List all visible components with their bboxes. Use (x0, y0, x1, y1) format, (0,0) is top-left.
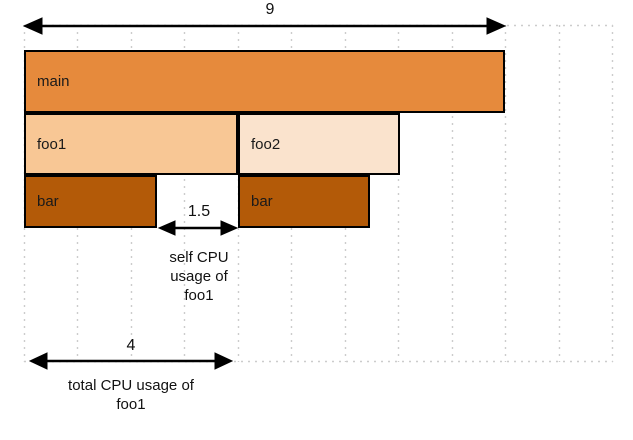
frame-label-main: main (37, 73, 70, 90)
frame-label-foo2: foo2 (251, 135, 281, 153)
frame-bar-right[interactable]: bar (238, 175, 370, 228)
dimension-value-1-5: 1.5 (187, 203, 211, 220)
frame-foo1[interactable]: foo1 (24, 113, 238, 175)
caption-self-cpu-usage-of-foo1: self CPU usage of foo1 (169, 249, 229, 304)
frame-main[interactable]: main (24, 50, 505, 113)
frame-label-foo1: foo1 (37, 135, 67, 153)
dimension-value-9: 9 (265, 1, 275, 18)
caption-total-cpu-usage-of-foo1: total CPU usage of foo1 (68, 377, 194, 413)
frame-label-bar-right: bar (251, 193, 273, 210)
frame-bar-left[interactable]: bar (24, 175, 157, 228)
frame-label-bar-left: bar (37, 193, 59, 210)
dimension-value-4: 4 (126, 337, 136, 354)
frame-foo2[interactable]: foo2 (238, 113, 400, 175)
